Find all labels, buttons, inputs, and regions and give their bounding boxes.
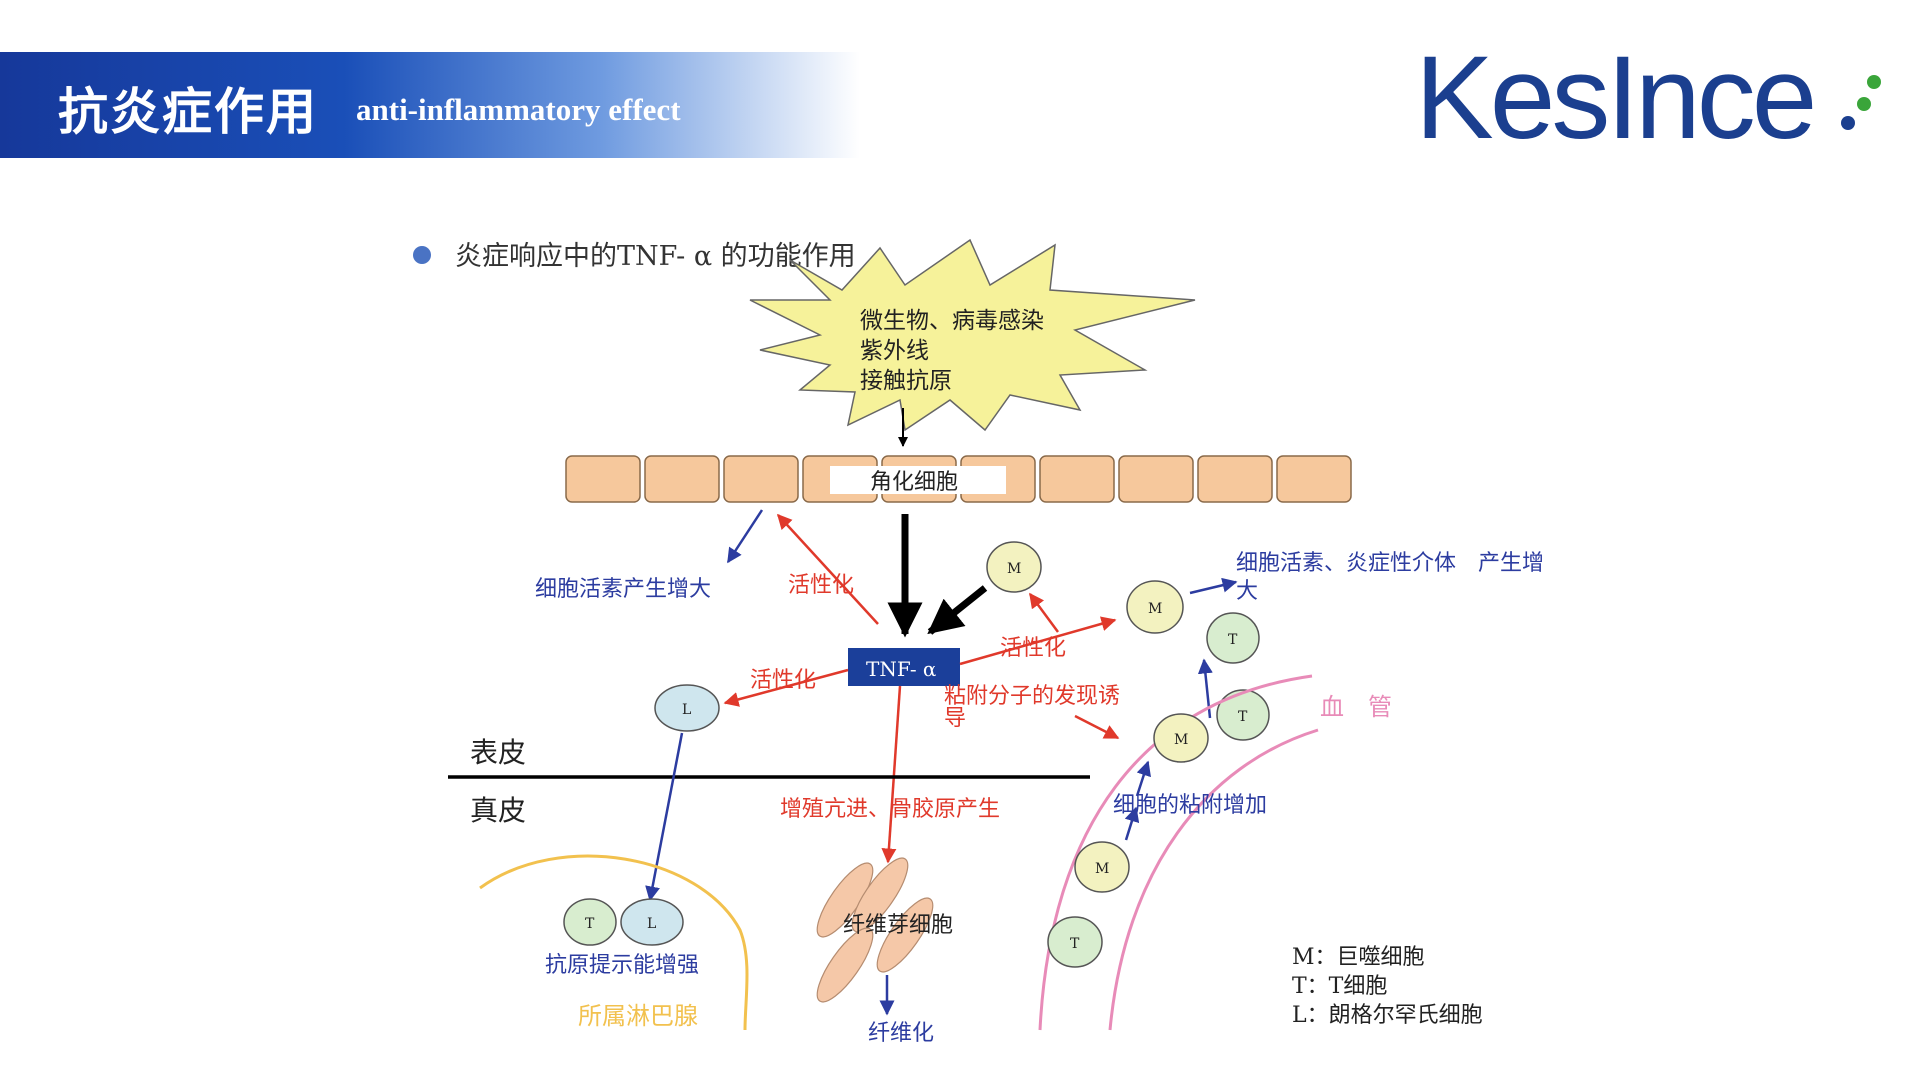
cell-letter: M: [1007, 561, 1021, 577]
vessel-label: 血 管: [1320, 693, 1392, 721]
cytokine-mediator-label-2: 大: [1236, 579, 1258, 604]
cytokine-mediator-label: 细胞活素、炎症性介体 产生增: [1236, 551, 1544, 576]
cell-adhesion-label: 细胞的粘附增加: [1113, 793, 1267, 818]
activate-label-3: 活性化: [750, 668, 816, 693]
legend-l: L：朗格尔罕氏细胞: [1292, 1003, 1483, 1028]
cell-letter: T: [1228, 632, 1238, 648]
lymph-node-label: 所属淋巴腺: [578, 1002, 698, 1030]
logo-text: KesInce: [1415, 32, 1817, 164]
t-cell: [563, 898, 617, 946]
legend-t: T：T细胞: [1292, 974, 1387, 999]
macrophage-cell: [986, 541, 1042, 593]
burst-line-1: 微生物、病毒感染: [860, 308, 1044, 334]
burst-line-2: 紫外线: [860, 338, 929, 364]
diagram-heading: 炎症响应中的TNF- α 的功能作用: [455, 241, 856, 272]
stimulus-burst: [749, 238, 1196, 432]
adhesion-expression-label: 粘附分子的发现诱: [944, 684, 1120, 709]
activate-label-1: 活性化: [788, 573, 854, 598]
dermis-label: 真皮: [470, 794, 526, 827]
activate-label-2: 活性化: [1000, 636, 1066, 661]
t-cell: [1047, 916, 1103, 968]
antigen-presentation-label: 抗原提示能增强: [545, 953, 699, 978]
t-cell: [1216, 689, 1270, 741]
title-bar: [0, 52, 860, 158]
fibrosis-label: 纤维化: [868, 1021, 934, 1046]
cell-letter: T: [1070, 936, 1080, 952]
cell-letter: M: [1095, 861, 1109, 877]
cell-letter: M: [1174, 732, 1188, 748]
legend-m: M：巨噬细胞: [1292, 945, 1425, 970]
page-title: 抗炎症作用: [58, 83, 318, 141]
logo-dots-icon: [1841, 75, 1881, 130]
t-cell: [1206, 612, 1260, 664]
burst-line-3: 接触抗原: [860, 368, 952, 394]
lymph-node-outline: [479, 854, 749, 1031]
fibroblast-cells: [816, 857, 934, 1003]
macrophage-cell: [1153, 713, 1209, 763]
langerhans-cell: [654, 684, 720, 732]
brand-logo: KesInce: [1415, 30, 1817, 166]
keratinocyte-row: [565, 455, 1352, 503]
cell-letter: L: [682, 702, 691, 718]
langerhans-cell: [620, 898, 684, 946]
keratinocyte-label: 角化细胞: [870, 470, 958, 495]
cell-letter: M: [1148, 601, 1162, 617]
epidermis-label: 表皮: [470, 736, 526, 769]
proliferation-label: 增殖亢进、骨胶原产生: [780, 797, 1000, 822]
page-subtitle: anti-inflammatory effect: [356, 92, 681, 127]
tnf-label: TNF- α: [866, 657, 936, 681]
macrophage-cell: [1074, 841, 1130, 893]
fibroblast-label: 纤维芽细胞: [843, 913, 953, 938]
cell-letter: T: [1238, 709, 1248, 725]
cell-letter: T: [585, 916, 595, 932]
adhesion-expression-label-2: 导: [944, 706, 966, 731]
cell-letter: L: [647, 916, 656, 932]
tnf-box: [848, 648, 960, 686]
bullet-icon: [413, 246, 431, 264]
cytokine-increase-left: 细胞活素产生增大: [535, 577, 711, 602]
macrophage-cell: [1126, 580, 1184, 634]
